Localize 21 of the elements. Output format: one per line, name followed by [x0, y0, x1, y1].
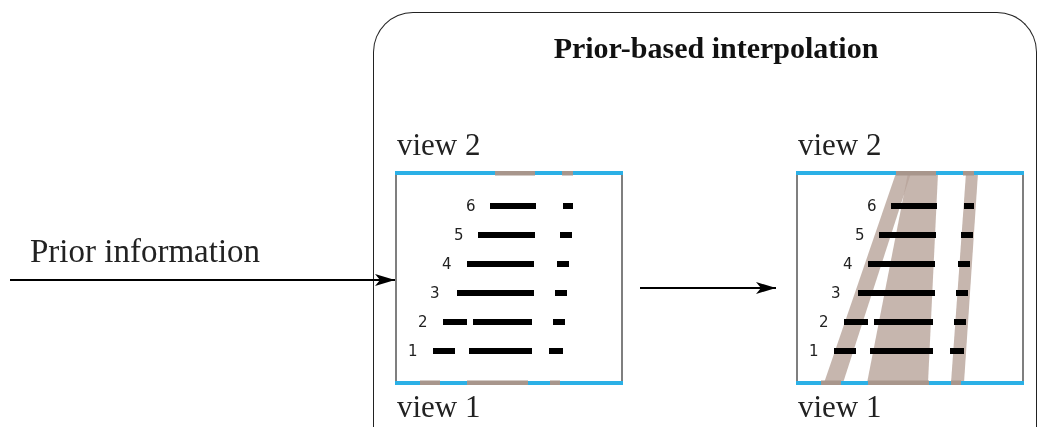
- view-label: view 1: [798, 390, 882, 424]
- slice-number: 3: [831, 283, 841, 303]
- view-label: view 2: [798, 128, 882, 162]
- slice-number: 5: [454, 225, 464, 245]
- input-label: Prior information: [30, 232, 261, 270]
- slice-number: 2: [819, 312, 829, 332]
- slice-number: 5: [855, 225, 865, 245]
- slice-number: 4: [442, 254, 452, 274]
- view-label: view 2: [397, 128, 481, 162]
- slice-number: 1: [408, 341, 418, 361]
- slice-number: 6: [466, 196, 476, 216]
- group-title: Prior-based interpolation: [552, 31, 880, 65]
- rounded-group-box: [373, 12, 1037, 427]
- slice-number: 6: [867, 196, 877, 216]
- arrow: [639, 282, 777, 294]
- slice-number: 3: [430, 283, 440, 303]
- view-label: view 1: [397, 390, 481, 424]
- slice-number: 4: [843, 254, 853, 274]
- arrow: [9, 274, 396, 286]
- slice-number: 1: [809, 341, 819, 361]
- slice-number: 2: [418, 312, 428, 332]
